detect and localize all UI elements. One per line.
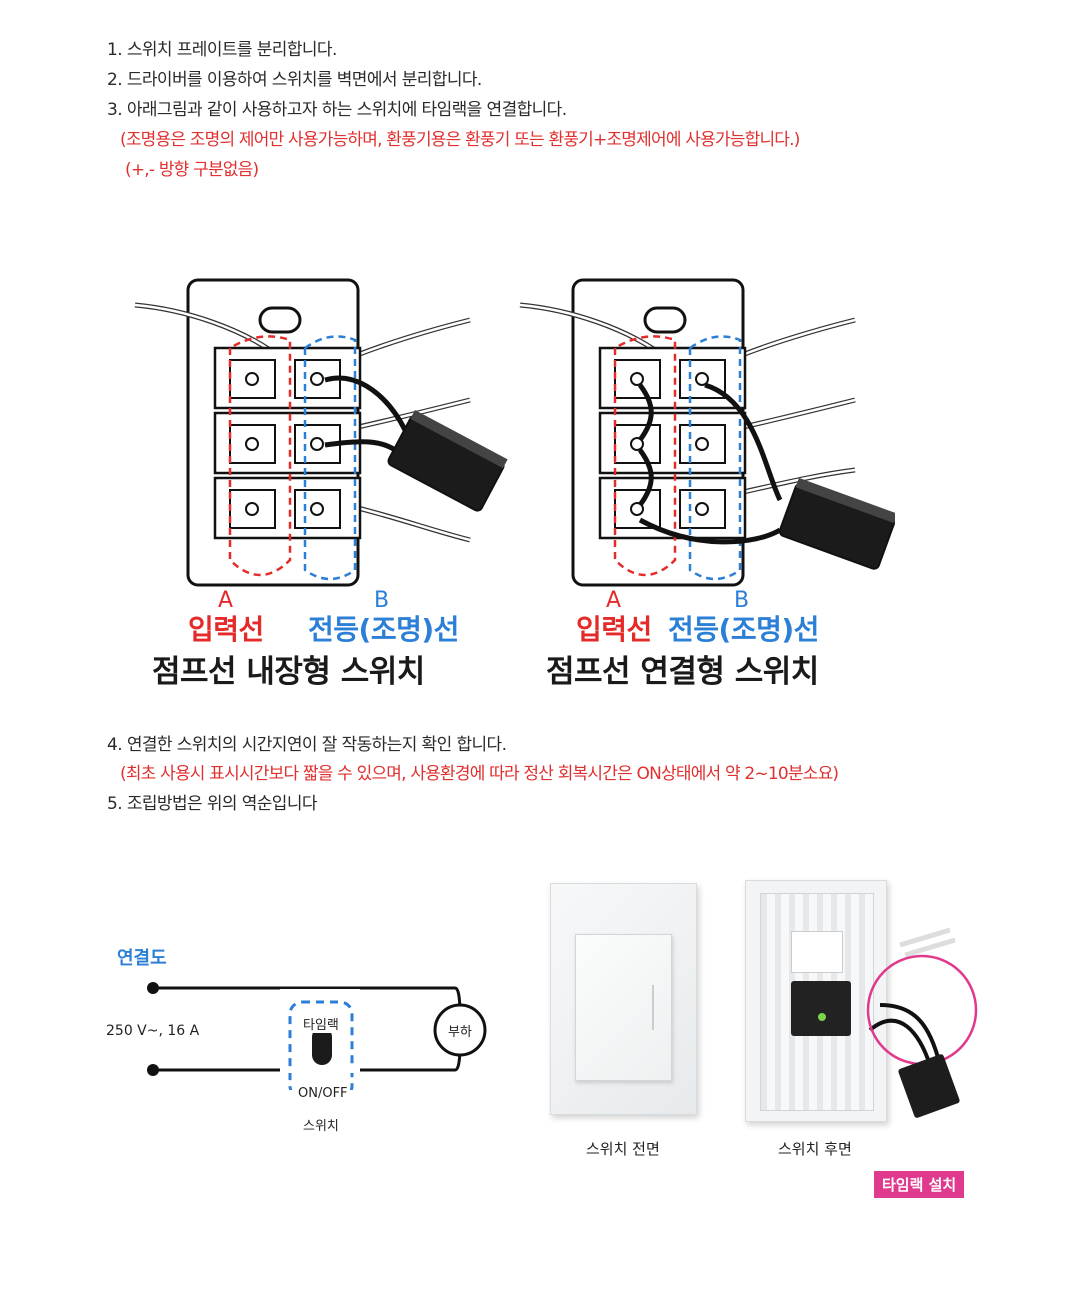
rocker-button <box>575 934 672 1081</box>
switch-label: 스위치 <box>303 1119 339 1134</box>
step-3: 3. 아래그림과 같이 사용하고자 하는 스위치에 타임랙을 연결합니다. <box>107 100 567 120</box>
load-label: 부하 <box>448 1025 472 1040</box>
step-4-note: (최초 사용시 표시시간보다 짧을 수 있으며, 사용환경에 따라 정산 회복시… <box>120 764 839 784</box>
connection-diagram-title: 연결도 <box>117 948 167 969</box>
switch-front-photo <box>550 883 697 1115</box>
timer-label: 타임랙 <box>301 1014 341 1033</box>
jumper-builtin-switch-diagram <box>134 278 508 587</box>
step-3-note: (조명용은 조명의 제어만 사용가능하며, 환풍기용은 환풍기 또는 환풍기+조… <box>120 130 800 150</box>
step-1: 1. 스위치 프레이트를 분리합니다. <box>107 40 337 60</box>
back-photo-label: 스위치 후면 <box>778 1140 852 1158</box>
left-input-line-label: 입력선 <box>188 613 264 646</box>
left-diagram-caption: 점프선 내장형 스위치 <box>152 654 425 690</box>
rated-voltage-label: 250 V~, 16 A <box>106 1023 200 1039</box>
right-letter-b: B <box>734 588 750 613</box>
timer-install-badge: 타임랙 설치 <box>874 1171 965 1198</box>
timer-install-detail <box>866 927 978 1066</box>
step-3-polarity-note: (+,- 방향 구분없음) <box>125 160 259 180</box>
left-lamp-line-label: 전등(조명)선 <box>308 613 459 646</box>
step-5: 5. 조립방법은 위의 역순입니다 <box>107 794 318 814</box>
left-letter-b: B <box>374 588 390 613</box>
right-input-line-label: 입력선 <box>576 613 652 646</box>
step-4: 4. 연결한 스위치의 시간지연이 잘 작동하는지 확인 합니다. <box>107 735 507 755</box>
on-off-label: ON/OFF <box>296 1086 350 1101</box>
switch-back-photo <box>745 880 887 1122</box>
jumper-connected-switch-diagram <box>519 278 895 587</box>
right-letter-a: A <box>606 588 622 613</box>
step-2: 2. 드라이버를 이용하여 스위치를 벽면에서 분리합니다. <box>107 70 482 90</box>
left-letter-a: A <box>218 588 234 613</box>
front-photo-label: 스위치 전면 <box>586 1140 660 1158</box>
connection-circuit <box>147 982 487 1090</box>
right-diagram-caption: 점프선 연결형 스위치 <box>546 654 819 690</box>
right-lamp-line-label: 전등(조명)선 <box>668 613 819 646</box>
